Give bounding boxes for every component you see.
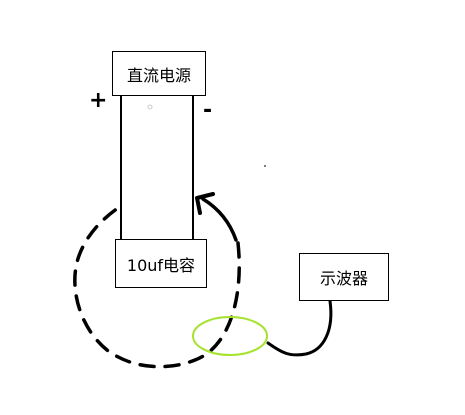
capacitor-label: 10uf电容: [126, 255, 196, 275]
stray-dot-icon: [264, 165, 266, 167]
oscilloscope-label: 示波器: [319, 269, 368, 288]
source-marker-icon: [147, 104, 153, 110]
probe-wire: [266, 299, 333, 357]
positive-terminal-label: +: [89, 88, 108, 113]
oscilloscope-box: 示波器: [299, 253, 389, 301]
dc-source-box: 直流电源: [112, 51, 206, 96]
dc-source-label: 直流电源: [126, 65, 191, 85]
current-loop-path: [73, 206, 241, 369]
current-direction-arrow-icon: [195, 192, 215, 215]
current-loop-upper-path: [201, 197, 238, 242]
probe-highlight-ring: [192, 316, 268, 356]
capacitor-box: 10uf电容: [115, 239, 207, 288]
negative-terminal-label: -: [203, 98, 213, 123]
